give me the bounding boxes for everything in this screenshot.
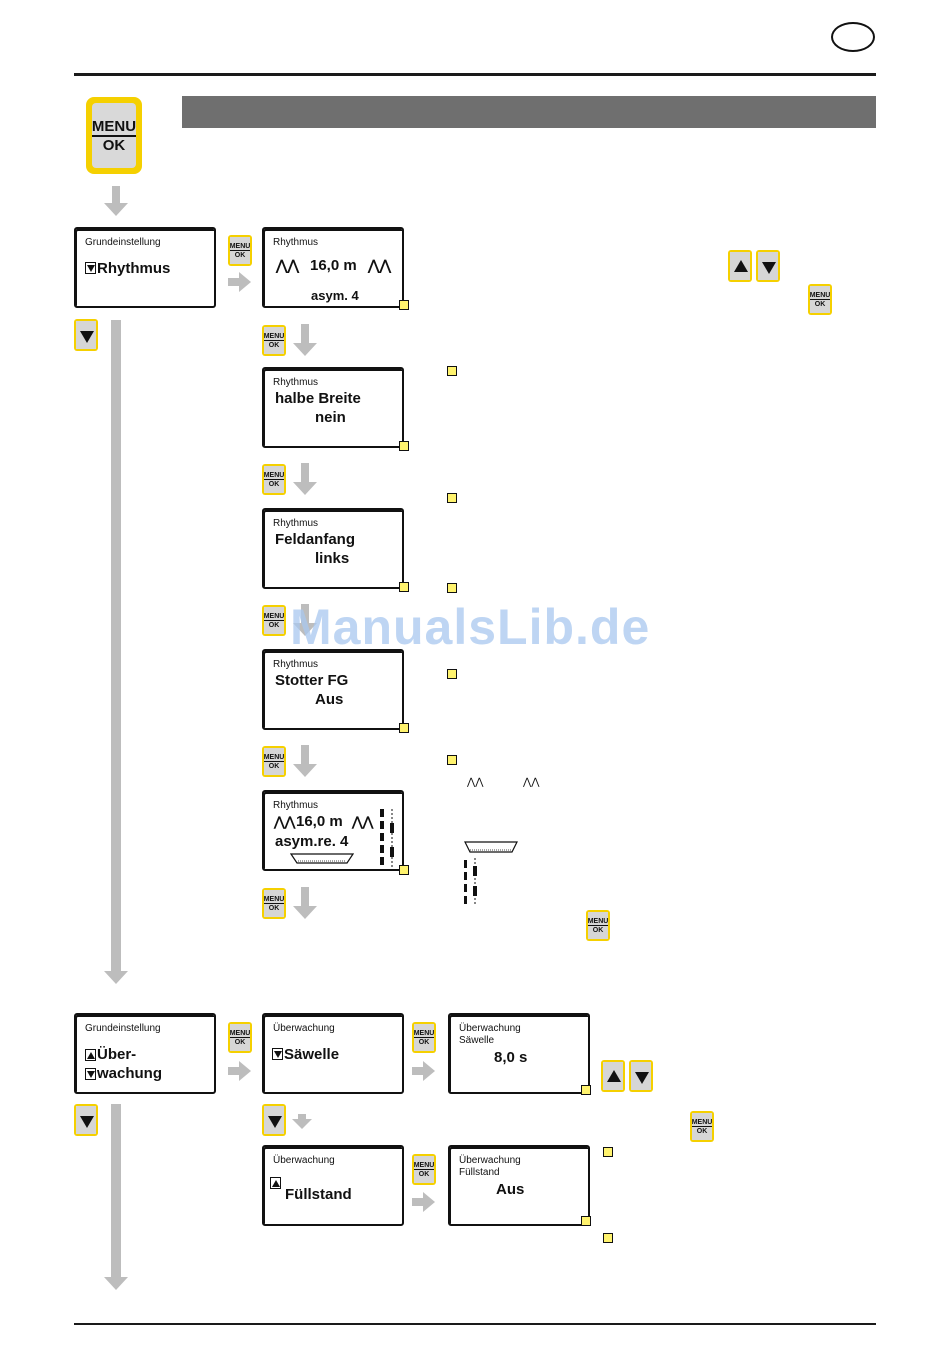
marker-square — [447, 755, 457, 765]
tramline-icon: ⋀⋀ — [368, 257, 391, 273]
lcd-caption: Grundeinstellung — [85, 1023, 161, 1034]
working-width: 16,0 m — [310, 257, 357, 274]
language-badge — [831, 22, 875, 52]
marker-square — [581, 1085, 591, 1095]
lcd-grundeinstellung-ueberwachung: Grundeinstellung Über- wachung — [74, 1013, 216, 1094]
down-button[interactable] — [756, 250, 780, 282]
tramline-icon: ⋀⋀ — [523, 777, 540, 788]
lcd-subcaption: Füllstand — [459, 1167, 500, 1178]
tramline-pattern-icon — [380, 809, 394, 867]
lcd-rhythmus-result: Rhythmus ⋀⋀ 16,0 m ⋀⋀ asym.re. 4 — [262, 790, 404, 871]
marker-square — [447, 669, 457, 679]
lcd-line: halbe Breite — [275, 390, 361, 407]
marker-square — [447, 366, 457, 376]
tramline-pattern-icon — [464, 858, 477, 906]
lcd-value: Aus — [496, 1181, 525, 1198]
menu-label: MENU — [91, 117, 137, 137]
lcd-fuellstand-value: Überwachung Füllstand Aus — [448, 1145, 590, 1226]
seed-hopper-icon — [290, 853, 354, 864]
rhythm-mode: asym. 4 — [311, 288, 359, 303]
lcd-halbe-breite: Rhythmus halbe Breite nein — [262, 367, 404, 448]
lcd-line: wachung — [97, 1065, 163, 1082]
lcd-value: nein — [315, 409, 346, 426]
lcd-feldanfang: Rhythmus Feldanfang links — [262, 508, 404, 589]
working-width: 16,0 m — [296, 813, 343, 830]
down-button[interactable] — [74, 1104, 98, 1136]
lcd-caption: Überwachung — [273, 1155, 335, 1166]
marker-square — [603, 1233, 613, 1243]
lcd-value: links — [315, 550, 350, 567]
lcd-stotter-fg: Rhythmus Stotter FG Aus — [262, 649, 404, 730]
lcd-caption: Überwachung — [273, 1023, 335, 1034]
lcd-caption: Rhythmus — [273, 237, 319, 248]
lcd-caption: Grundeinstellung — [85, 237, 161, 248]
marker-square — [581, 1216, 591, 1226]
tramline-icon: ⋀⋀ — [274, 814, 296, 829]
up-arrow-icon — [85, 1049, 96, 1061]
watermark: ManualsLib.de — [290, 599, 651, 655]
down-arrow-icon — [272, 1048, 283, 1060]
lcd-line: Füllstand — [285, 1186, 352, 1203]
lcd-subcaption: Säwelle — [459, 1035, 495, 1046]
lcd-caption: Rhythmus — [273, 800, 319, 811]
lcd-caption: Rhythmus — [273, 659, 319, 670]
tramline-icon: ⋀⋀ — [352, 814, 374, 829]
marker-square — [399, 723, 409, 733]
lcd-grundeinstellung-rhythmus: Grundeinstellung Rhythmus — [74, 227, 216, 308]
bottom-rule — [74, 1323, 876, 1325]
lcd-caption: Rhythmus — [273, 518, 319, 529]
ok-label: OK — [102, 136, 126, 154]
lcd-saewelle-value: Überwachung Säwelle 8,0 s — [448, 1013, 590, 1094]
lcd-rhythmus-main: Rhythmus ⋀⋀ 16,0 m ⋀⋀ asym. 4 — [262, 227, 404, 308]
up-button[interactable] — [601, 1060, 625, 1092]
lcd-ueberwachung-saewelle: Überwachung Säwelle — [262, 1013, 404, 1094]
lcd-line: Stotter FG — [275, 672, 349, 689]
marker-square — [603, 1147, 613, 1157]
lcd-value: 8,0 s — [494, 1049, 528, 1066]
rhythm-mode: asym.re. 4 — [275, 833, 349, 850]
up-arrow-icon — [270, 1177, 281, 1189]
marker-square — [447, 493, 457, 503]
lcd-caption: Überwachung — [459, 1155, 521, 1166]
tramline-icon: ⋀⋀ — [467, 777, 484, 788]
down-button[interactable] — [74, 319, 98, 351]
down-arrow-icon — [85, 1068, 96, 1080]
marker-square — [399, 865, 409, 875]
top-rule — [74, 73, 876, 76]
lcd-caption: Rhythmus — [273, 377, 319, 388]
marker-square — [399, 582, 409, 592]
down-arrow-icon — [85, 262, 96, 274]
tramline-icon: ⋀⋀ — [276, 257, 299, 273]
down-button[interactable] — [262, 1104, 286, 1136]
menu-ok-button-large[interactable]: MENU OK — [86, 97, 142, 174]
marker-square — [447, 583, 457, 593]
marker-square — [399, 441, 409, 451]
lcd-value: Aus — [315, 691, 344, 708]
lcd-line: Über- — [97, 1046, 137, 1063]
lcd-line: Säwelle — [284, 1046, 340, 1063]
section-header-bar — [182, 96, 876, 128]
lcd-caption: Überwachung — [459, 1023, 521, 1034]
lcd-ueberwachung-fuellstand: Überwachung Füllstand — [262, 1145, 404, 1226]
lcd-line: Feldanfang — [275, 531, 356, 548]
down-button[interactable] — [629, 1060, 653, 1092]
seed-hopper-icon — [464, 841, 518, 853]
lcd-line: Rhythmus — [97, 260, 171, 277]
up-button[interactable] — [728, 250, 752, 282]
marker-square — [399, 300, 409, 310]
